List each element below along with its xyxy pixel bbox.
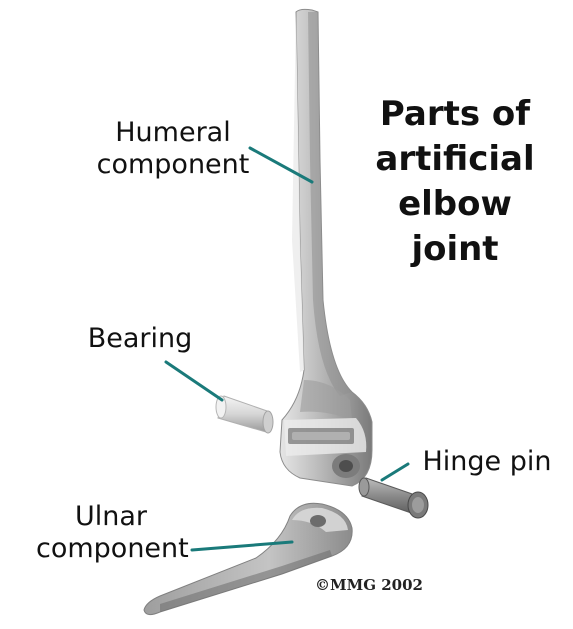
copyright-notice: ©MMG 2002 (315, 576, 423, 594)
hinge-pin (359, 478, 428, 518)
humeral-label-line-1: Humeral (88, 117, 258, 149)
bearing-label: Bearing (78, 323, 202, 355)
title-line-1: Parts of (360, 92, 550, 137)
bearing (216, 396, 273, 433)
title-line-4: joint (360, 227, 550, 272)
diagram-title: Parts of artificial elbow joint (360, 92, 550, 272)
humeral-label-line-2: component (88, 149, 258, 181)
title-line-3: elbow (360, 182, 550, 227)
title-line-2: artificial (360, 137, 550, 182)
ulnar-label-line-2: component (36, 533, 186, 565)
hinge-pin-label: Hinge pin (412, 446, 562, 478)
humeral-component-label: Humeral component (88, 117, 258, 181)
bearing-leader-line (166, 362, 222, 400)
ulnar-component-label: Ulnar component (36, 501, 186, 565)
hinge-pin-leader-line (382, 464, 408, 480)
humeral-component (280, 9, 372, 486)
ulnar-label-line-1: Ulnar (36, 501, 186, 533)
